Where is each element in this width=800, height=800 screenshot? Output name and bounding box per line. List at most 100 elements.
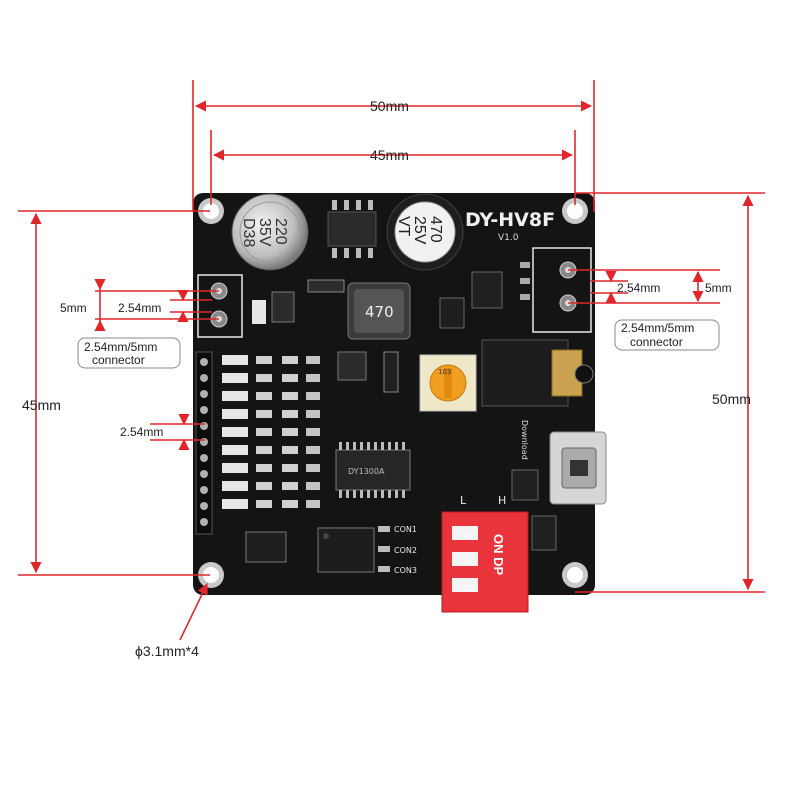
smd-part (245, 531, 287, 563)
board-version: V1.0 (498, 233, 519, 243)
dim-left-height-label: 45mm (22, 397, 61, 413)
dip-number-1: 1 (461, 532, 477, 540)
smd-part (520, 278, 530, 284)
smd-part (378, 526, 390, 532)
capacitor-right: 470 25V VT (386, 193, 464, 271)
resistor (222, 391, 248, 401)
pot-label: 103 (438, 368, 451, 376)
header-pin (200, 486, 208, 494)
mounting-hole-top-left (198, 198, 224, 224)
usb-port (549, 431, 607, 505)
cap-left-line2: 35V (256, 218, 273, 247)
chip-pin (367, 442, 370, 450)
resistor (282, 464, 298, 472)
resistor (256, 446, 272, 454)
chip-pin (367, 490, 370, 498)
chip-pin (353, 442, 356, 450)
cap-right-line3: VT (395, 216, 412, 237)
dip-on-label: ON DP (491, 534, 506, 576)
connector-left-line1: 2.54mm/5mm (84, 340, 157, 354)
chip-pin (388, 490, 391, 498)
chip-pin (402, 490, 405, 498)
resistor (222, 499, 248, 509)
smd-part (378, 546, 390, 552)
resistor (256, 428, 272, 436)
dim-right-height-label: 50mm (712, 391, 751, 407)
resistor (282, 446, 298, 454)
resistor (306, 356, 320, 364)
dim-left-outer-pitch-label: 5mm (60, 301, 87, 315)
chip-pin (339, 490, 342, 498)
mounting-hole-bottom-left (198, 562, 224, 588)
ic-top (327, 200, 377, 258)
download-label: Download (520, 420, 529, 460)
smd-part (520, 262, 530, 268)
dip-number-3: 3 (461, 584, 477, 592)
chip-pin (395, 442, 398, 450)
chip-pin (339, 442, 342, 450)
main-chip: DY1300A (335, 442, 411, 498)
switch-low-label: L (460, 494, 467, 507)
resistor (306, 464, 320, 472)
transistor (337, 351, 367, 381)
dip-toggle-2 (452, 552, 478, 566)
con2-label: CON2 (394, 546, 417, 555)
cap-right-line1: 470 (427, 216, 444, 243)
resistor (282, 392, 298, 400)
resistor (282, 374, 298, 382)
resistor (256, 374, 272, 382)
chip-pin (346, 490, 349, 498)
header-pin (200, 374, 208, 382)
resistor (222, 463, 248, 473)
resistor (282, 356, 298, 364)
resistor (222, 409, 248, 419)
smd-part (511, 469, 539, 501)
dip-toggle-1 (452, 526, 478, 540)
dip-number-2: 2 (461, 558, 477, 566)
resistor (222, 481, 248, 491)
header-pin (200, 502, 208, 510)
dimension-annotations (18, 80, 765, 641)
chip-pin (374, 442, 377, 450)
con3-label: CON3 (394, 566, 417, 575)
pcb-board: 220 35V D38 470 25V VT DY-HV8F V1.0 (193, 193, 607, 613)
connector-callout-right: 2.54mm/5mm connector (614, 319, 720, 351)
chip-pin (360, 442, 363, 450)
resistor (282, 500, 298, 508)
chip-pin (388, 442, 391, 450)
resistor (306, 482, 320, 490)
resistor (256, 356, 272, 364)
resistor (306, 374, 320, 382)
hole-leader (179, 582, 208, 641)
chip-pin (381, 442, 384, 450)
hole-spec-label: ϕ3.1mm*4 (135, 643, 199, 659)
resistor (282, 428, 298, 436)
mounting-hole-bottom-right (562, 562, 588, 588)
connector-right-line2: connector (630, 335, 683, 349)
ic-right (471, 271, 503, 309)
smd-part (271, 291, 295, 323)
dim-top-outer-label: 50mm (370, 98, 409, 114)
header-pin (200, 454, 208, 462)
dim-left-inner-pitch-label: 2.54mm (118, 301, 161, 315)
resistor (222, 373, 248, 383)
chip-pin (395, 490, 398, 498)
smd-part (531, 515, 557, 551)
chip-pin (346, 442, 349, 450)
dim-header-pitch-label: 2.54mm (120, 425, 163, 439)
resistor (256, 464, 272, 472)
chip-pin (381, 490, 384, 498)
header-pin (200, 406, 208, 414)
header-pin (200, 390, 208, 398)
smd-part (252, 300, 266, 324)
board-model: DY-HV8F (465, 209, 555, 231)
smd-part (439, 297, 465, 329)
con1-label: CON1 (394, 525, 417, 534)
resistor (256, 392, 272, 400)
switch-high-label: H (498, 494, 506, 507)
connector-right-line1: 2.54mm/5mm (621, 321, 694, 335)
resistor (222, 445, 248, 455)
dim-top-inner-label: 45mm (370, 147, 409, 163)
header-pin (200, 358, 208, 366)
